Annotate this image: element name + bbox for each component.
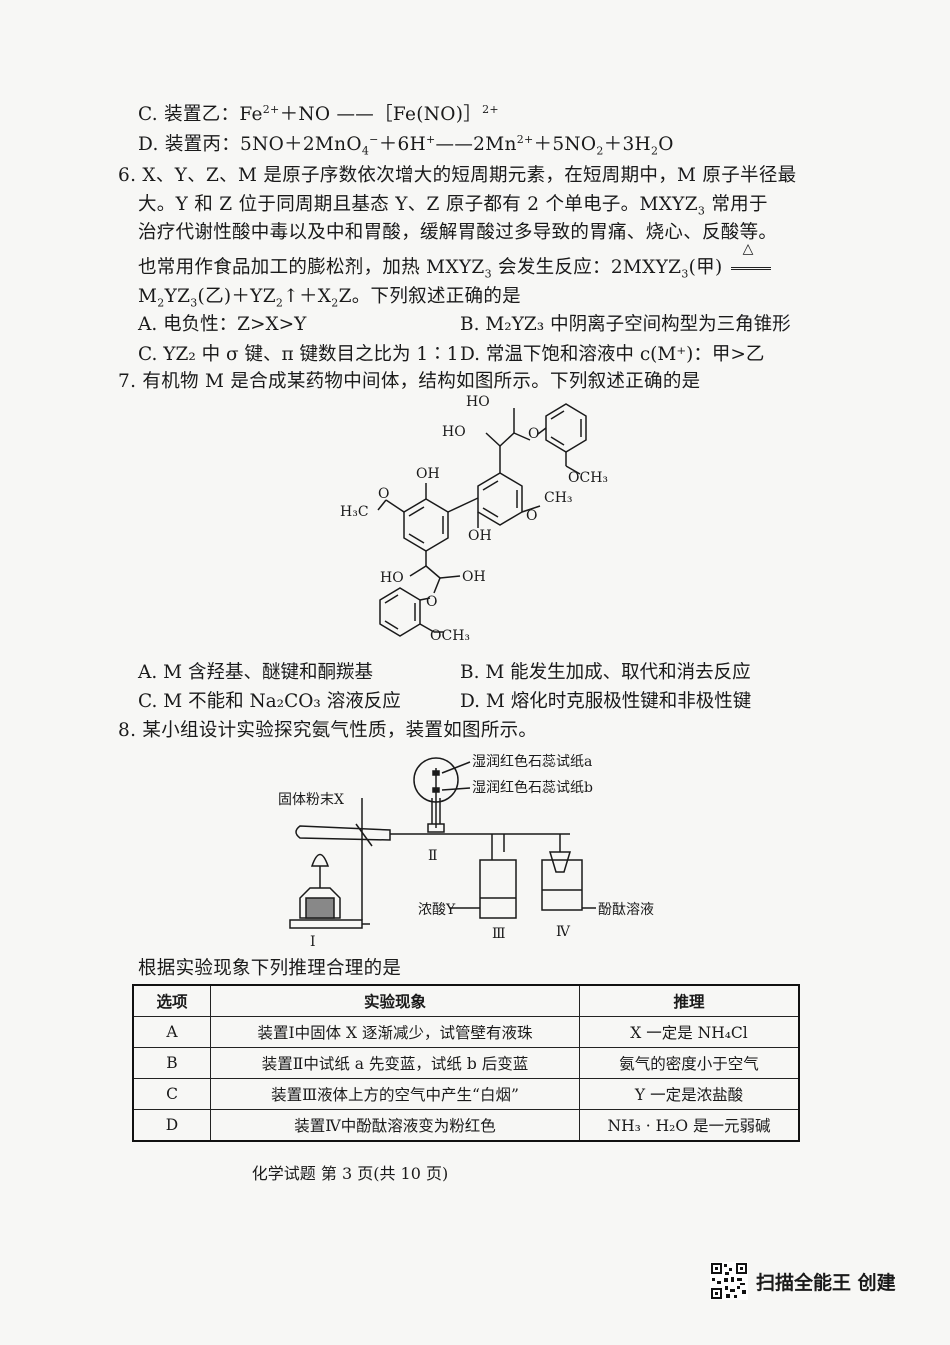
label-ho-2: HO bbox=[442, 424, 466, 440]
label-oh-bottom-right: OH bbox=[468, 528, 492, 544]
right-benzene-ring bbox=[477, 472, 523, 526]
cell-option: D bbox=[132, 1109, 211, 1142]
label-solid-x: 固体粉末X bbox=[278, 792, 344, 808]
label-och3-top: OCH₃ bbox=[568, 470, 608, 486]
label-acid-y: 浓酸Y bbox=[418, 902, 456, 918]
header-option: 选项 bbox=[132, 984, 211, 1017]
label-paper-b: 湿润红色石蕊试纸b bbox=[472, 779, 593, 796]
label-ch3-right: CH₃ bbox=[544, 490, 573, 506]
watermark-text: 扫描全能王 创建 bbox=[756, 1271, 896, 1294]
cell-phenomenon: 装置Ⅲ液体上方的空气中产生“白烟” bbox=[210, 1078, 580, 1110]
q6-line-3: 治疗代谢性酸中毒以及中和胃酸，缓解胃酸过多导致的胃痛、烧心、反酸等。 bbox=[138, 222, 778, 243]
q7-option-c: C. M 不能和 Na₂CO₃ 溶液反应 bbox=[138, 691, 401, 712]
q6-option-a: A. 电负性：Z>X>Y bbox=[138, 314, 307, 335]
qr-code-icon bbox=[710, 1262, 748, 1300]
label-device-1: Ⅰ bbox=[310, 934, 316, 948]
left-benzene-ring bbox=[403, 498, 449, 552]
label-oh-left: OH bbox=[416, 466, 440, 482]
q7-stem: 7. 有机物 M 是合成某药物中间体，结构如图所示。下列叙述正确的是 bbox=[118, 371, 701, 392]
result-table: 选项 实验现象 推理 A 装置Ⅰ中固体 X 逐渐减少，试管壁有液珠 X 一定是 … bbox=[132, 984, 800, 1142]
q6-line-2: 大。Y 和 Z 位于同周期且基态 Y、Z 原子都有 2 个单电子。MXYZ3 常… bbox=[138, 194, 768, 218]
molecule-structure: HO HO O OCH₃ OH H₃C O O CH₃ OH HO OH O O… bbox=[340, 394, 608, 644]
cell-option: A bbox=[132, 1016, 211, 1048]
cell-inference: NH₃ · H₂O 是一元弱碱 bbox=[579, 1109, 800, 1142]
cell-phenomenon: 装置Ⅱ中试纸 a 先变蓝，试纸 b 后变蓝 bbox=[210, 1047, 580, 1079]
label-h3c: H₃C bbox=[340, 504, 369, 520]
label-ho-top: HO bbox=[466, 394, 490, 410]
stand-base bbox=[289, 919, 363, 929]
label-o-methoxy-right: O bbox=[526, 508, 537, 524]
label-o-methoxy-left: O bbox=[378, 486, 389, 502]
bottom-anisole-ring bbox=[379, 587, 421, 637]
apparatus-diagram: 固体粉末X 湿润红色石蕊试纸a 湿润红色石蕊试纸b 浓酸Y 酚酞溶液 Ⅰ Ⅱ Ⅲ… bbox=[278, 753, 654, 948]
header-phenomenon: 实验现象 bbox=[210, 984, 580, 1017]
label-device-4: Ⅳ bbox=[556, 924, 571, 940]
heat-arrow: △ bbox=[729, 241, 773, 278]
table-row: B 装置Ⅱ中试纸 a 先变蓝，试纸 b 后变蓝 氨气的密度小于空气 bbox=[132, 1047, 800, 1079]
label-o-ether-bottom: O bbox=[426, 594, 437, 610]
bottle-iii bbox=[479, 859, 517, 919]
table-row: D 装置Ⅳ中酚酞溶液变为粉红色 NH₃ · H₂O 是一元弱碱 bbox=[132, 1109, 800, 1142]
q5-option-c: C. 装置乙：Fe2+＋NO ——［Fe(NO)］2+ bbox=[138, 102, 499, 125]
q7-option-b: B. M 能发生加成、取代和消去反应 bbox=[460, 662, 751, 683]
header-inference: 推理 bbox=[579, 984, 800, 1017]
test-tube bbox=[295, 825, 391, 841]
label-phenol: 酚酞溶液 bbox=[598, 902, 654, 918]
q6-option-b: B. M₂YZ₃ 中阴离子空间构型为三角锥形 bbox=[460, 314, 791, 335]
top-anisole-ring bbox=[545, 403, 587, 453]
q6-option-c: C. YZ₂ 中 σ 键、π 键数目之比为 1∶1 bbox=[138, 344, 459, 365]
cell-option: C bbox=[132, 1078, 211, 1110]
label-oh-bottom: OH bbox=[462, 569, 486, 585]
cell-option: B bbox=[132, 1047, 211, 1079]
q6-line-4: 也常用作食品加工的膨松剂，加热 MXYZ3 会发生反应：2MXYZ3(甲) △ bbox=[138, 241, 773, 281]
label-device-3: Ⅲ bbox=[492, 926, 506, 942]
q5-option-d: D. 装置丙：5NO＋2MnO4−＋6H+——2Mn2+＋5NO2＋3H2O bbox=[138, 132, 674, 158]
page-footer: 化学试题 第 3 页(共 10 页) bbox=[251, 1164, 449, 1183]
watermark: 扫描全能王 创建 bbox=[710, 1262, 896, 1300]
q6-option-d: D. 常温下饱和溶液中 c(M⁺)：甲>乙 bbox=[460, 344, 765, 365]
q7-option-d: D. M 熔化时克服极性键和非极性键 bbox=[460, 691, 752, 712]
beaker-iv bbox=[541, 859, 583, 911]
label-o-ether-top: O bbox=[528, 426, 539, 442]
label-device-2: Ⅱ bbox=[428, 848, 438, 864]
cell-inference: 氨气的密度小于空气 bbox=[579, 1047, 800, 1079]
label-ho-bottom: HO bbox=[380, 570, 404, 586]
q6-line-1: 6. X、Y、Z、M 是原子序数依次增大的短周期元素，在短周期中，M 原子半径最 bbox=[118, 165, 797, 186]
table-row: A 装置Ⅰ中固体 X 逐渐减少，试管壁有液珠 X 一定是 NH₄Cl bbox=[132, 1016, 800, 1048]
q6-line-5: M2YZ3(乙)＋YZ2↑＋X2Z。下列叙述正确的是 bbox=[138, 286, 521, 310]
table-row: C 装置Ⅲ液体上方的空气中产生“白烟” Y 一定是浓盐酸 bbox=[132, 1078, 800, 1110]
q8-stem: 8. 某小组设计实验探究氨气性质，装置如图所示。 bbox=[118, 720, 538, 741]
label-och3-bottom: OCH₃ bbox=[430, 628, 470, 644]
q8-prompt: 根据实验现象下列推理合理的是 bbox=[138, 958, 402, 979]
cell-phenomenon: 装置Ⅳ中酚酞溶液变为粉红色 bbox=[210, 1109, 580, 1142]
cell-inference: Y 一定是浓盐酸 bbox=[579, 1078, 800, 1110]
cell-inference: X 一定是 NH₄Cl bbox=[579, 1016, 800, 1048]
cell-phenomenon: 装置Ⅰ中固体 X 逐渐减少，试管壁有液珠 bbox=[210, 1016, 580, 1048]
q7-option-a: A. M 含羟基、醚键和酮羰基 bbox=[138, 662, 373, 683]
label-paper-a: 湿润红色石蕊试纸a bbox=[472, 753, 592, 770]
